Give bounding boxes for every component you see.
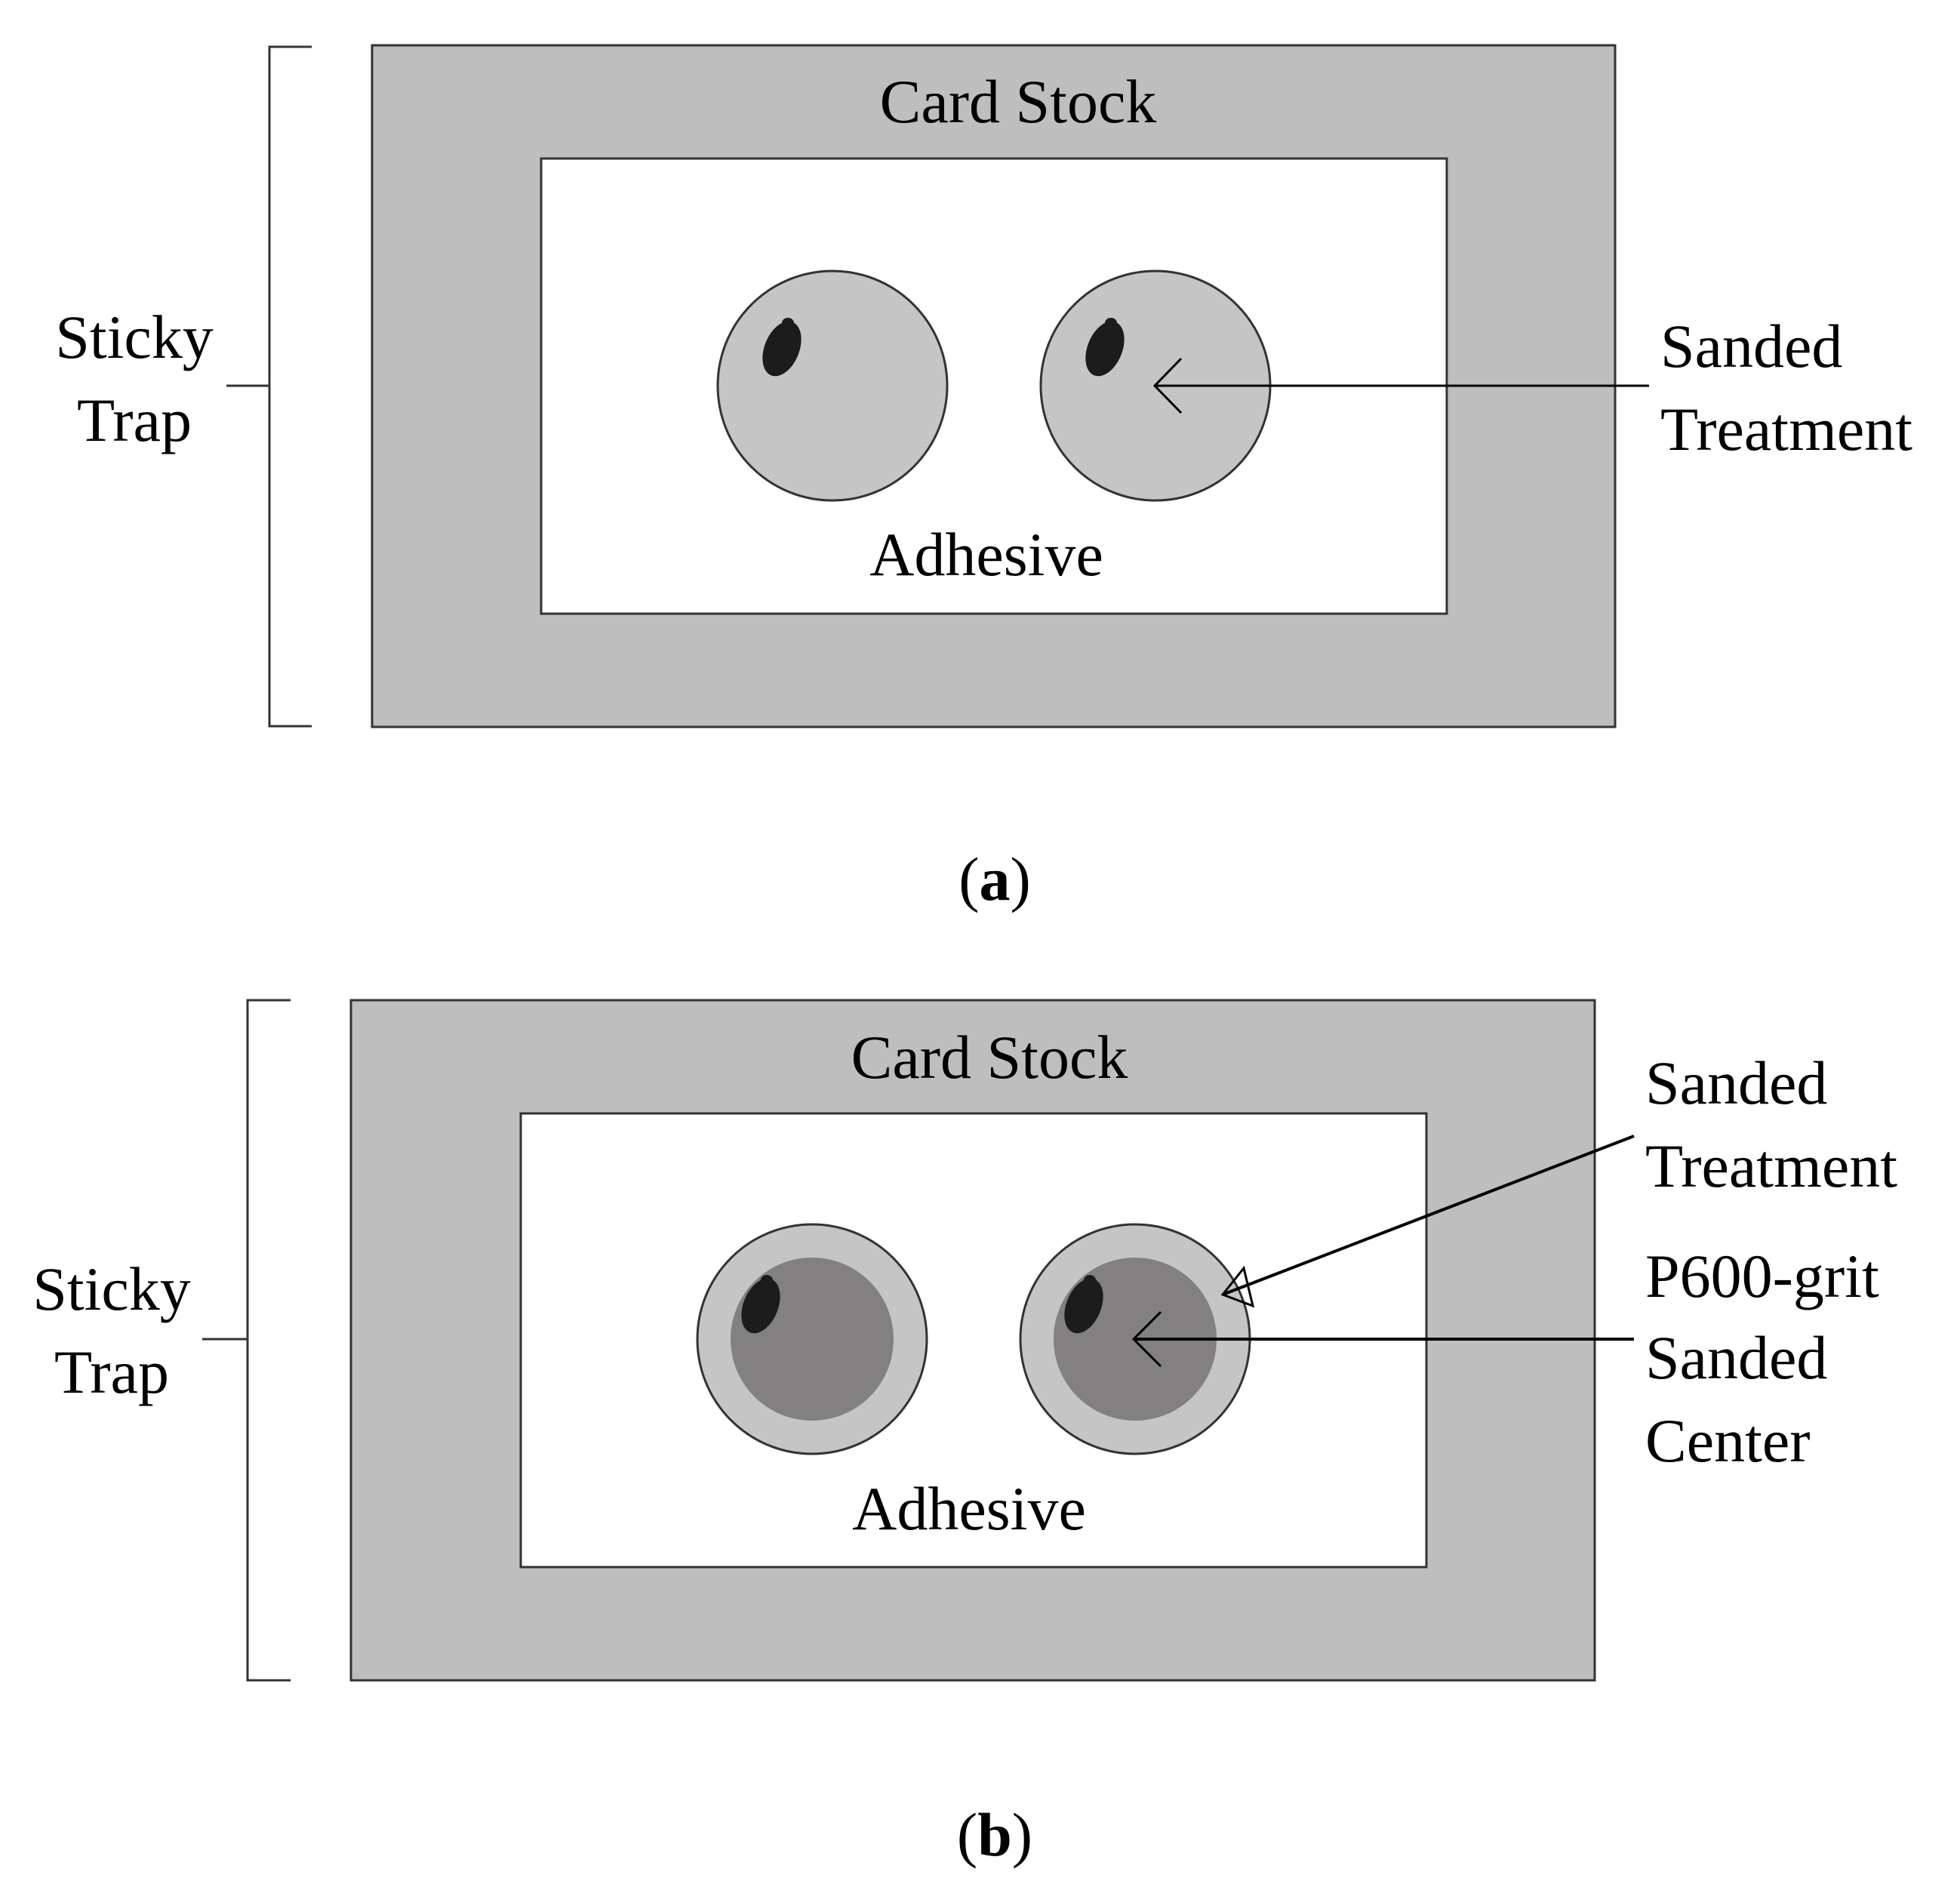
sanded-treatment-label-line2-a: Treatment [1660,395,1912,463]
sticky-trap-bracket-a [226,45,312,728]
sticky-trap-bracket-b [202,999,291,1682]
arrowhead-icon [1220,1265,1255,1308]
caption-b: (b) [957,1800,1032,1869]
sticky-trap-label-line2-a: Trap [77,386,192,454]
treatment-disc-left-a [716,269,949,502]
sanded-treatment-label-line2-b: Treatment [1645,1132,1897,1200]
bed-bug-icon [1085,318,1125,377]
sanded-center-left-b [731,1258,894,1421]
arrowhead-icon [1131,1310,1162,1368]
adhesive-label-a: Adhesive [869,520,1103,589]
adhesive-label-b: Adhesive [852,1474,1086,1543]
sticky-trap-label-line1-b: Sticky [32,1255,191,1323]
sanded-center-label-line2-b: Sanded [1645,1323,1827,1392]
callout-arrow-treatment-b [1222,1135,1635,1296]
bed-bug-icon [1064,1275,1103,1334]
arrowhead-icon [1152,357,1183,414]
sticky-trap-label-line1-a: Sticky [55,303,214,371]
sanded-center-label-line3-b: Center [1645,1406,1811,1475]
bed-bug-icon [741,1275,780,1334]
panel-b: Card Stock Adhesive Sticky Trap Sanded T… [32,999,1897,1869]
bed-bug-icon [762,318,802,377]
panel-a: Card Stock Adhesive Sticky Trap Sanded T… [55,44,1912,913]
sanded-center-label-line1-b: P600-grit [1645,1242,1879,1310]
card-stock-label-a: Card Stock [880,67,1157,136]
card-stock-label-b: Card Stock [851,1023,1128,1092]
caption-a: (a) [958,845,1031,913]
sticky-trap-label-line2-b: Trap [54,1338,169,1406]
sanded-treatment-label-line1-a: Sanded [1660,312,1842,380]
sanded-treatment-label-line1-b: Sanded [1645,1048,1827,1117]
